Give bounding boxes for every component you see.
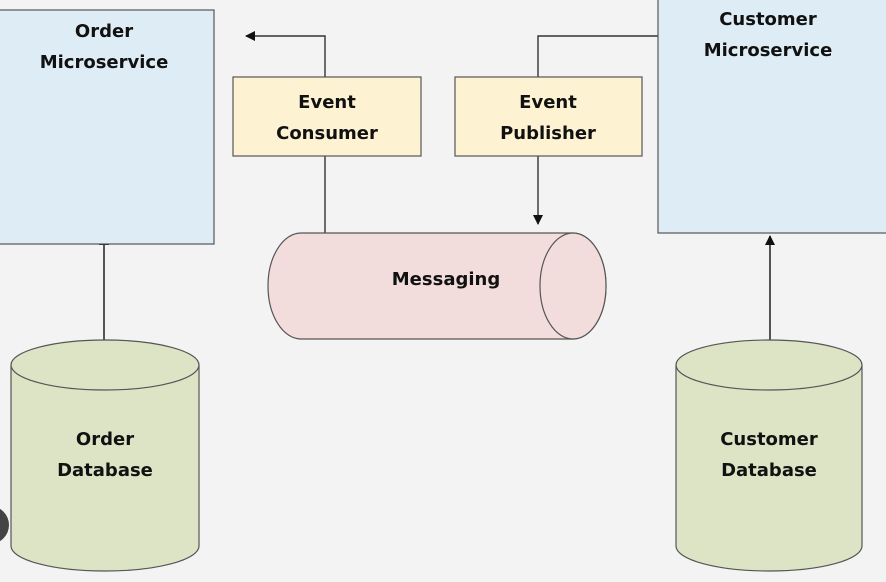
customer-db-line1: Customer: [720, 429, 818, 450]
corner-badge: [0, 508, 9, 542]
event-consumer: Event Consumer: [232, 76, 422, 157]
event-consumer-line1: Event: [298, 92, 356, 113]
order-db-line2: Database: [57, 460, 153, 481]
order-db-line1: Order: [76, 429, 134, 450]
event-publisher-line1: Event: [519, 92, 577, 113]
customer-db-line2: Database: [721, 460, 817, 481]
event-publisher: Event Publisher: [454, 76, 643, 157]
order-microservice: Order Microservice: [0, 9, 215, 245]
order-service-line1: Order: [75, 21, 133, 42]
messaging-label: Messaging: [392, 269, 500, 290]
event-publisher-line2: Publisher: [500, 123, 596, 144]
connectors: [99, 31, 775, 357]
event-consumer-line2: Consumer: [276, 123, 378, 144]
customer-service-line2: Microservice: [704, 40, 833, 61]
consumer-to-order-connector: [245, 31, 326, 234]
customer-microservice: Customer Microservice: [657, 0, 886, 234]
order-database: Order Database: [10, 339, 200, 572]
customer-to-messaging-connector: [533, 35, 658, 225]
customer-database: Customer Database: [675, 339, 863, 572]
messaging-queue: Messaging: [267, 232, 607, 340]
order-service-line2: Microservice: [40, 52, 169, 73]
customer-service-line1: Customer: [719, 9, 817, 30]
